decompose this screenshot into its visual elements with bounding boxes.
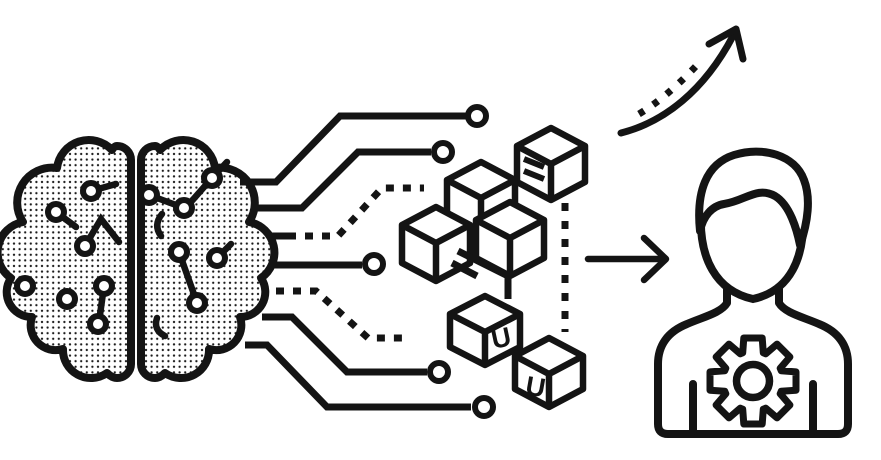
gear-icon [706, 334, 800, 428]
person-face [696, 210, 808, 304]
circuit-trace-lines [240, 104, 496, 419]
growth-curve-arrow-icon [617, 25, 747, 137]
person-hair [695, 147, 812, 249]
brain-left-hemisphere [0, 136, 135, 383]
trace-2 [256, 148, 431, 212]
trace-1 [240, 112, 466, 186]
trace-5-dotted [276, 287, 408, 342]
person-chest-lines [689, 380, 817, 435]
trace-7-terminal [472, 395, 496, 419]
brain-circuit-nodes [14, 167, 228, 335]
growth-arrowhead [705, 25, 747, 63]
trace-6 [262, 313, 427, 376]
person-gear-icon [654, 147, 852, 438]
right-arrow-icon [584, 234, 670, 284]
menu-bars-cube [513, 124, 589, 204]
gear-center-hole [732, 360, 774, 402]
cube-u-block-1: U [446, 292, 524, 369]
cube-front-right [472, 198, 548, 280]
cube-u-block-2: U [511, 334, 587, 411]
trace-2-terminal [431, 140, 455, 164]
cube-connector-lines [450, 247, 512, 299]
blockchain-cubes-icon: U U [398, 124, 589, 411]
brain-circuit-icon [0, 136, 279, 383]
trace-4-terminal [362, 252, 386, 276]
trace-3-dotted [305, 184, 424, 240]
menu-bars-cube-face [522, 156, 546, 182]
trace-7 [245, 341, 471, 411]
trace-1-terminal [465, 104, 489, 128]
trace-6-terminal [427, 360, 451, 384]
growth-curve [617, 32, 737, 137]
growth-dotted-curve [637, 62, 700, 118]
